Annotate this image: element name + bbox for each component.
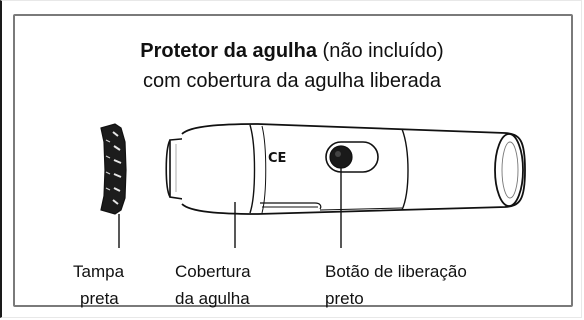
- title-rest: (não incluído): [322, 40, 444, 62]
- figure-title: Protetor da agulha (não incluído): [0, 38, 584, 64]
- label-release-button-line1: Botão de liberação: [325, 262, 467, 281]
- label-needle-cover-line2: da agulha: [175, 289, 250, 308]
- ce-mark: CE: [268, 151, 286, 166]
- black-cap: [100, 123, 127, 215]
- rear-opening: [494, 133, 524, 207]
- figure-subtitle: com cobertura da agulha liberada: [143, 70, 441, 92]
- label-black-cap-line2: preta: [80, 289, 119, 308]
- release-button: [325, 141, 379, 173]
- label-needle-cover-line1: Cobertura: [175, 262, 251, 281]
- figure-frame: [13, 14, 573, 307]
- label-release-button-line2: preto: [325, 289, 364, 308]
- title-bold: Protetor da agulha: [140, 40, 317, 62]
- label-black-cap-line1: Tampa: [73, 262, 125, 281]
